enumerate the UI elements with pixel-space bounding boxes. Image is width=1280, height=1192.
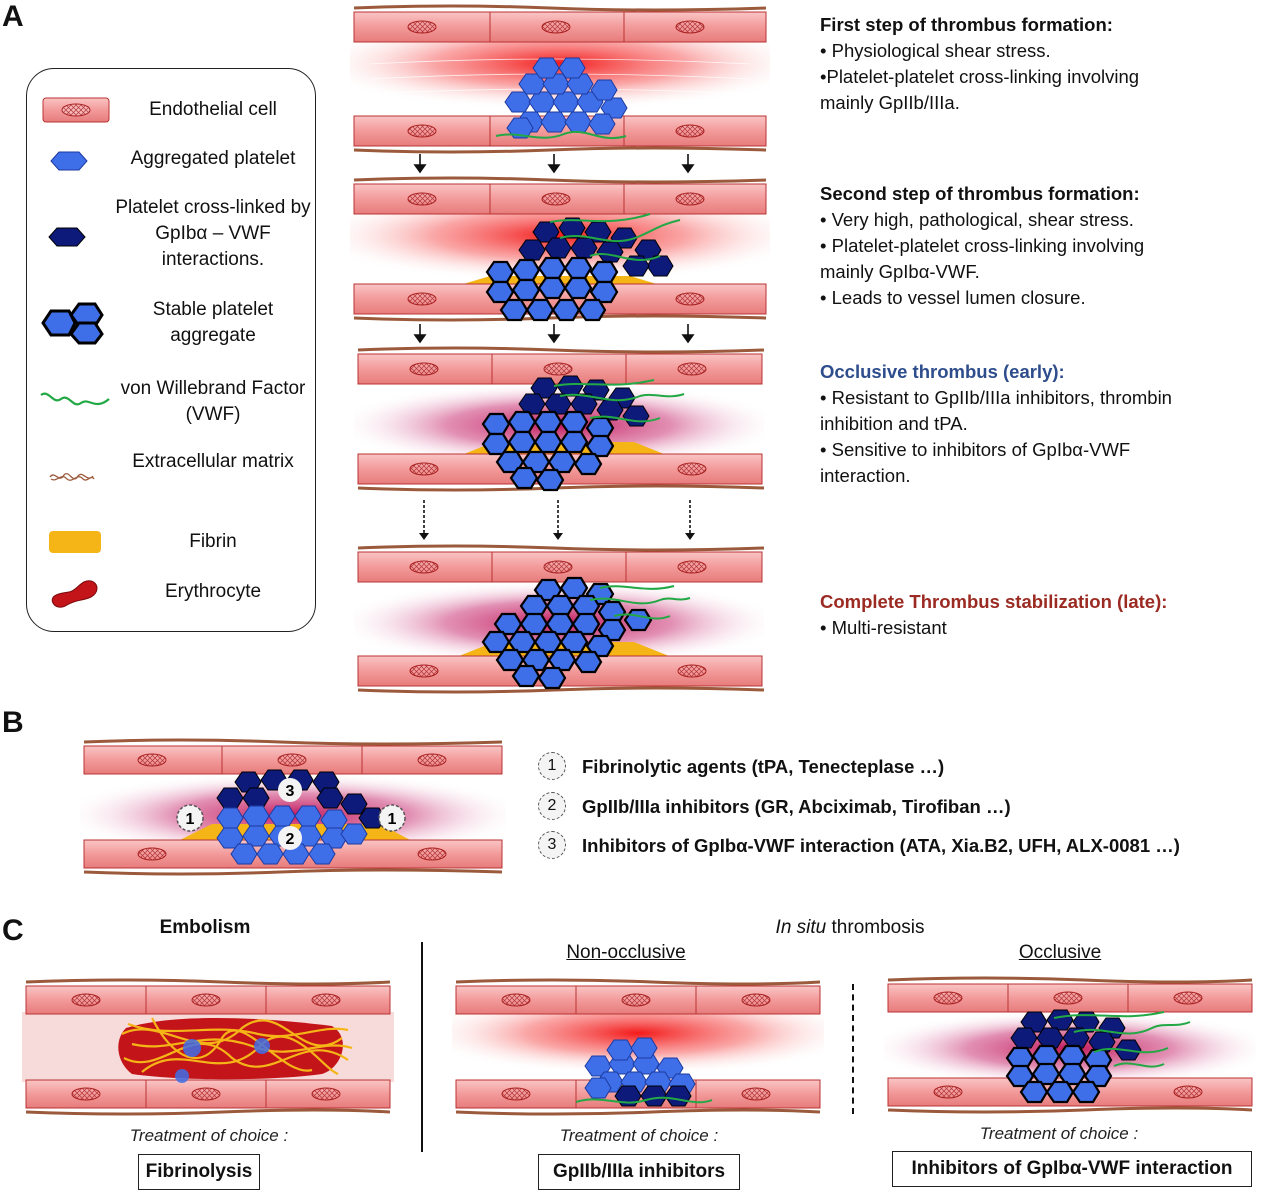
legend-label-endothelial: Endothelial cell [149,99,277,120]
stable-aggregate-icon [41,302,104,345]
legend-label-aggregated: Aggregated platelet [130,148,296,169]
step-3-line-4: interaction. [820,465,911,486]
treatment-fibrinolysis: Fibrinolysis [138,1154,260,1190]
step-3-block: Occlusive thrombus (early): • Resistant … [820,359,1260,489]
occlusive-vessel [884,976,1256,1114]
vwf-icon [40,392,110,406]
erythrocyte-icon [51,580,98,608]
step-2-block: Second step of thrombus formation: • Ver… [820,181,1260,311]
legend-label-vwf: von Willebrand Factor (VWF) [120,378,306,425]
panel-a-vessel-diagrams [350,4,770,694]
step-2-line-3: mainly GpIbα-VWF. [820,261,980,282]
treatment-label-embolism: Treatment of choice : [129,1126,289,1145]
fibrin-icon [49,531,101,553]
step-1-line-2: •Platelet-platelet cross-linking involvi… [820,66,1140,87]
marker-2-label: 2 [286,831,295,848]
legend-label-fibrin: Fibrin [189,531,237,552]
insitu-title: In situ thrombosis [700,917,1000,939]
extracellular-matrix-icon [49,473,95,481]
panel-b-item-1-number: 1 [538,752,566,780]
stage-1-vessel [350,4,770,154]
marker-1-left-label: 1 [186,811,195,828]
step-3-title: Occlusive thrombus (early): [820,361,1065,382]
legend-label-stable: Stable platelet aggregate [152,299,274,346]
embolism-divider [421,942,423,1152]
marker-1-right-label: 1 [388,811,397,828]
nonocclusive-label: Non-occlusive [566,942,686,963]
endothelial-cell-icon [42,97,110,123]
panel-b-item-1-text: Fibrinolytic agents (tPA, Tenecteplase …… [582,756,945,777]
treatment-label-occlusive: Treatment of choice : [979,1124,1139,1143]
step-2-title: Second step of thrombus formation: [820,183,1140,204]
legend-box: Endothelial cell Aggregated platelet Pla… [26,68,316,632]
panel-b-item-2-number: 2 [538,792,566,820]
panel-b-item-2-text: GpIIb/IIIa inhibitors (GR, Abciximab, Ti… [582,796,1011,817]
panel-a-letter: A [2,0,24,33]
step-3-line-1: • Resistant to GpIIb/IIIa inhibitors, th… [820,387,1172,408]
panel-b-letter: B [2,706,24,739]
treatment-label-nonocclusive: Treatment of choice : [559,1126,719,1145]
embolism-vessel [22,978,394,1116]
nonocclusive-vessel [452,978,824,1116]
step-4-line-1: • Multi-resistant [820,617,947,638]
step-2-line-4: • Leads to vessel lumen closure. [820,287,1086,308]
embolism-title: Embolism [159,917,251,938]
aggregated-platelet-icon [50,151,88,171]
legend-label-erythrocyte: Erythrocyte [164,581,262,602]
stage-3-vessel [354,346,765,492]
legend-label-crosslinked: Platelet cross-linked by GpIbα – VWF int… [115,197,311,270]
legend-label-matrix: Extracellular matrix [132,451,294,472]
panel-b-vessel: 1 1 2 3 [80,738,506,876]
panel-b-item-3-number: 3 [538,831,566,859]
step-1-line-1: • Physiological shear stress. [820,40,1051,61]
occlusion-divider [852,984,856,1114]
marker-1-left: 1 [176,804,204,832]
insitu-title-rest: thrombosis [826,917,925,938]
stage-4-vessel [354,544,765,694]
panel-b-item-3-text: Inhibitors of GpIbα-VWF interaction (ATA… [582,835,1180,856]
panel-c-letter: C [2,914,24,947]
step-1-title: First step of thrombus formation: [820,14,1113,35]
marker-3-label: 3 [286,783,295,800]
occlusive-label: Occlusive [1018,942,1102,963]
treatment-gpib-vwf-inhibitors: Inhibitors of GpIbα-VWF interaction [892,1151,1252,1187]
treatment-gpiib-iiia-inhibitors: GpIIb/IIIa inhibitors [538,1154,740,1190]
step-3-line-2: inhibition and tPA. [820,413,968,434]
stage-2-vessel [350,176,770,322]
step-2-line-2: • Platelet-platelet cross-linking involv… [820,235,1145,256]
marker-2: 2 [278,826,302,850]
insitu-title-italic: In situ [775,917,827,938]
step-4-block: Complete Thrombus stabilization (late): … [820,589,1260,641]
step-3-line-3: • Sensitive to inhibitors of GpIbα-VWF [820,439,1131,460]
step-4-title: Complete Thrombus stabilization (late): [820,591,1168,612]
step-1-block: First step of thrombus formation: • Phys… [820,12,1260,116]
marker-1-right: 1 [378,804,406,832]
crosslinked-platelet-icon [48,227,86,247]
step-2-line-1: • Very high, pathological, shear stress. [820,209,1134,230]
marker-3: 3 [278,778,302,802]
step-1-line-3: mainly GpIIb/IIIa. [820,92,960,113]
